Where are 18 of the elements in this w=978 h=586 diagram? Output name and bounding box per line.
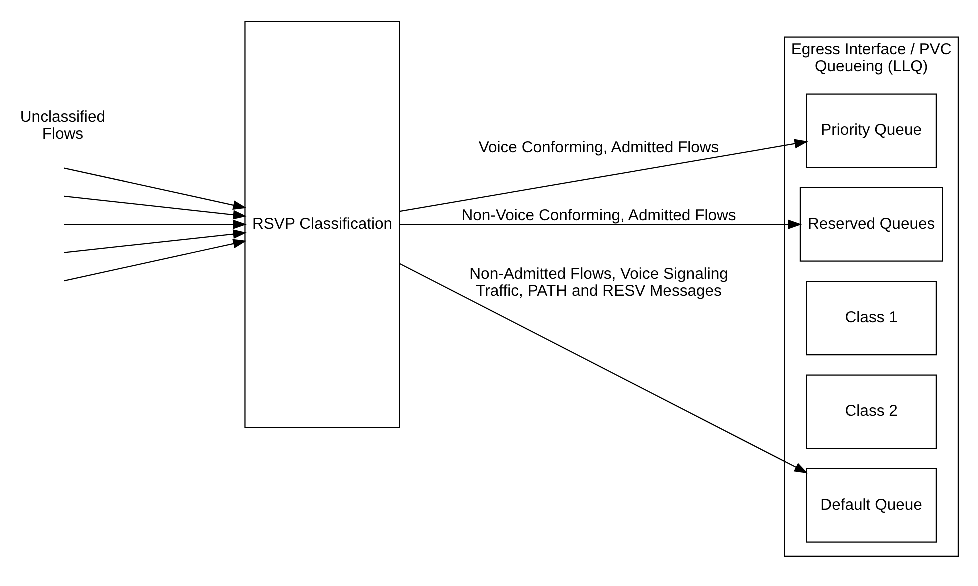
arrow bbox=[64, 195, 247, 220]
label: Unclassified Flows bbox=[20, 108, 106, 143]
edge-label: Non-Voice Conforming, Admitted Flows bbox=[462, 206, 736, 224]
edge-label: Voice Conforming, Admitted Flows bbox=[478, 139, 720, 156]
node-box: Reserved Queues bbox=[800, 186, 944, 262]
node-box: Priority Queue bbox=[806, 93, 938, 168]
arrow bbox=[64, 167, 247, 210]
arrow bbox=[64, 219, 247, 229]
arrow bbox=[64, 238, 247, 282]
arrow bbox=[400, 219, 802, 229]
node-box: RSVP Classification bbox=[244, 20, 400, 428]
node-box: Default Queue bbox=[806, 468, 938, 542]
edge-label: Non-Admitted Flows, Voice Signaling Traffic, PATH and RESV Messages bbox=[470, 266, 728, 300]
node-box: Class 2 bbox=[806, 374, 938, 449]
node-box: Class 1 bbox=[806, 280, 938, 356]
arrow bbox=[400, 262, 808, 474]
arrow bbox=[64, 229, 247, 253]
arrow bbox=[400, 138, 808, 212]
